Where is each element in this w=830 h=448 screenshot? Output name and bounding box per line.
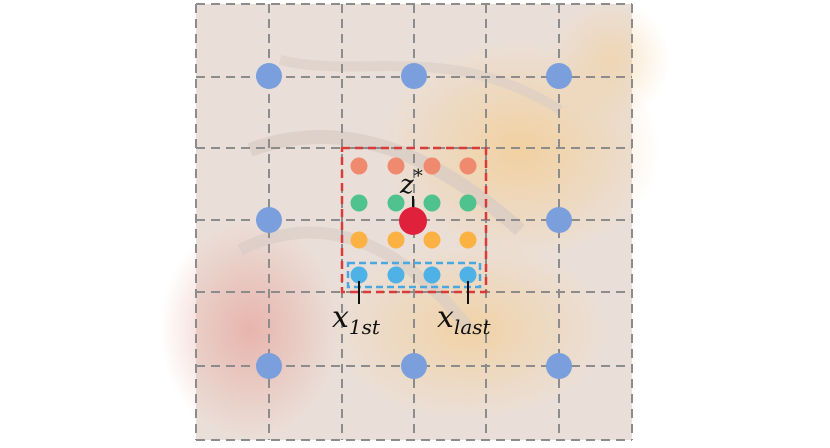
coarse-point-2-1 [256,207,282,233]
fine-point-2-3 [423,194,441,212]
coarse-points [256,63,572,379]
fine-point-2-2 [387,194,405,212]
z-star-sup: * [414,166,423,187]
fine-point-1-2 [387,157,405,175]
fine-point-1-1 [350,157,368,175]
fine-point-3-4 [459,231,477,249]
x-first-label: x1st [332,300,381,339]
fine-point-4-4 [459,266,477,284]
fine-point-4-2 [387,266,405,284]
x-first-base: x [332,300,349,335]
x-last-base: x [437,300,454,335]
fine-point-3-3 [423,231,441,249]
x-first-sub: 1st [349,315,381,339]
coarse-point-3-1 [256,353,282,379]
fine-point-4-3 [423,266,441,284]
z-star-point [399,207,427,235]
x-last-sub: last [454,315,492,339]
x-last-label: xlast [437,300,492,339]
fine-point-1-3 [423,157,441,175]
fine-point-1-4 [459,157,477,175]
coarse-point-1-1 [256,63,282,89]
coarse-point-3-3 [546,353,572,379]
coarse-point-1-3 [546,63,572,89]
fine-point-3-1 [350,231,368,249]
fine-point-2-4 [459,194,477,212]
coarse-point-3-2 [401,353,427,379]
z-star-base: z [399,170,414,200]
coarse-point-2-3 [546,207,572,233]
selected-row-box [346,261,482,289]
fine-points [350,157,477,284]
coarse-point-1-2 [401,63,427,89]
fine-point-4-1 [350,266,368,284]
fine-point-2-1 [350,194,368,212]
local-window-box [340,146,488,294]
fine-point-3-2 [387,231,405,249]
z-star-label: z* [399,166,423,200]
